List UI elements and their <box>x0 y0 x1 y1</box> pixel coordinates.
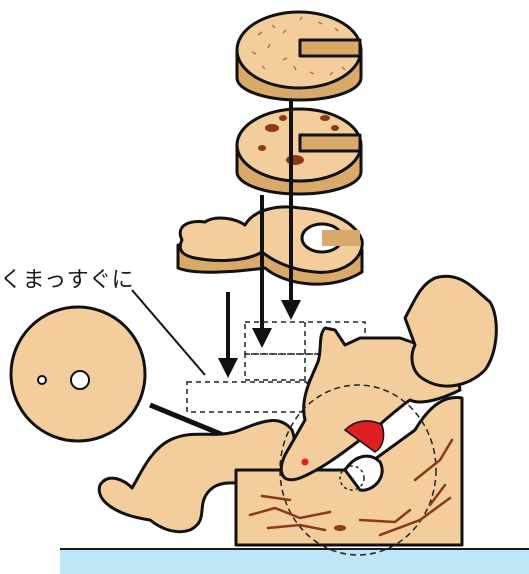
middle-disc <box>237 109 361 194</box>
red-dot <box>302 459 309 466</box>
floor-band <box>60 549 529 574</box>
magnified-circle <box>11 307 145 441</box>
top-disc <box>237 12 361 100</box>
annotation-label: くまっすぐに <box>0 262 134 294</box>
small-hole <box>38 376 46 384</box>
large-hole <box>71 371 89 389</box>
organ-blob <box>334 525 346 531</box>
kidney-piece <box>178 207 362 284</box>
